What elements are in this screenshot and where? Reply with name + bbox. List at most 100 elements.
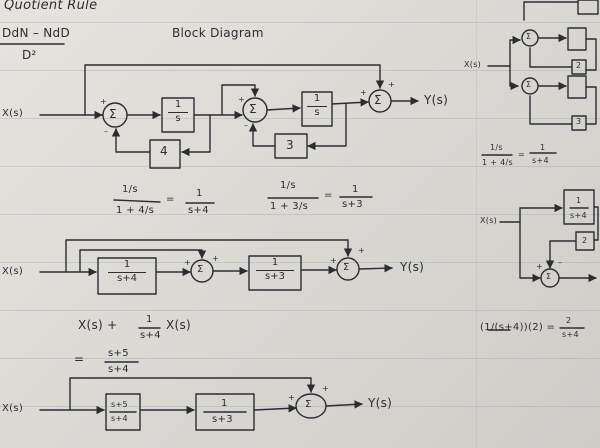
- signal-line: [545, 240, 577, 269]
- eq1-numerator: 1/s: [122, 184, 138, 195]
- feedforward-line: [79, 249, 207, 273]
- input-label: X(s): [2, 403, 24, 414]
- plus-sign: +: [360, 88, 368, 97]
- block-numerator: s+5: [111, 400, 128, 409]
- input-label: X(s): [480, 216, 498, 225]
- plus-sign: +: [212, 254, 220, 263]
- plus-sign: +: [322, 384, 330, 393]
- fraction-num: 1: [123, 259, 131, 270]
- ruled-line: [0, 406, 600, 407]
- plus-sign: +: [536, 262, 544, 271]
- equals-sign: =: [166, 194, 175, 205]
- signal-line: [325, 400, 363, 409]
- gain-2-label: 2: [576, 61, 582, 70]
- block: [571, 115, 587, 131]
- diagram-3: [39, 377, 363, 431]
- eq2-rhs-denominator: s+3: [342, 199, 363, 210]
- signal-line: [519, 221, 541, 283]
- fraction-num: 1: [313, 93, 321, 104]
- feedback-line: [181, 114, 211, 157]
- right-eq1-rhs-denominator: s+4: [532, 156, 549, 165]
- right-eq2-denominator: s+4: [562, 330, 579, 339]
- ruled-line: [0, 214, 600, 215]
- ruled-line: [0, 22, 600, 23]
- signal-line: [253, 404, 297, 413]
- plus-sign: +: [238, 95, 246, 104]
- block-denominator: s+4: [570, 211, 587, 220]
- output-label: Y(s): [368, 396, 393, 410]
- sum-symbol: Σ: [197, 264, 204, 275]
- right-eq2-numerator: 2: [566, 316, 572, 325]
- input-label: X(s): [2, 266, 24, 277]
- fraction-num: 1: [174, 99, 182, 110]
- block-1-over-s: [301, 91, 333, 127]
- input-label: X(s): [2, 108, 24, 119]
- feedback-line: [585, 38, 597, 71]
- block-denominator: s+4: [111, 414, 128, 423]
- feedback-line: [307, 103, 347, 151]
- eq2-rhs-numerator: 1: [352, 184, 359, 195]
- feedforward-line: [65, 239, 353, 273]
- block-1-over-s-plus-3: [195, 393, 255, 431]
- input-label: X(s): [464, 60, 482, 69]
- equals-sign: =: [518, 150, 526, 159]
- feedforward-line: [221, 84, 260, 116]
- plus-sign: +: [100, 97, 108, 106]
- eq3-denominator: s+4: [140, 330, 161, 341]
- eq3-suffix: X(s): [166, 318, 192, 332]
- block: [567, 75, 587, 99]
- sum-symbol: Σ: [109, 107, 117, 121]
- ruled-line: [0, 262, 600, 263]
- minus-sign: –: [244, 121, 249, 130]
- sum-symbol: Σ: [249, 102, 257, 116]
- block-gain-4: [149, 139, 181, 169]
- signal-line: [509, 65, 519, 91]
- equals-sign: =: [74, 352, 85, 366]
- signal-line: [593, 206, 599, 241]
- eq3-numerator: 1: [146, 314, 153, 325]
- fraction-den: s: [175, 112, 181, 124]
- feedback-line: [585, 86, 597, 125]
- fraction-num: 1: [271, 257, 279, 268]
- signal-line: [331, 98, 369, 107]
- page-divider: [476, 0, 477, 448]
- gain-4-label: 4: [160, 144, 168, 158]
- block-1-over-s-plus-4: [97, 257, 157, 295]
- gain-3-label: 3: [286, 138, 294, 152]
- minus-sign: –: [558, 258, 563, 267]
- block-numerator: 1: [221, 398, 228, 409]
- block-numerator: 1: [576, 196, 582, 205]
- eq4-denominator: s+4: [108, 364, 129, 375]
- eq3-prefix: X(s) +: [78, 318, 118, 332]
- block: [567, 27, 587, 51]
- fraction-den: s+3: [265, 270, 285, 282]
- right-eq1-numerator: 1/s: [490, 143, 503, 152]
- feedback-line: [248, 123, 276, 147]
- right-eq1-rhs-numerator: 1: [540, 143, 546, 152]
- sum-symbol: Σ: [374, 93, 382, 107]
- signal-line: [509, 35, 521, 67]
- formula-denominator: D²: [22, 48, 37, 62]
- equals-sign: =: [324, 190, 333, 201]
- plus-sign: +: [388, 80, 396, 89]
- sum-symbol: Σ: [546, 272, 552, 281]
- plus-sign: +: [330, 256, 338, 265]
- output-label: Y(s): [424, 93, 449, 107]
- signal-line: [519, 203, 563, 223]
- output-label: Y(s): [400, 260, 425, 274]
- eq1-rhs-numerator: 1: [196, 188, 203, 199]
- feedback-line: [529, 47, 573, 68]
- feedforward-line: [69, 377, 316, 411]
- eq2-numerator: 1/s: [280, 180, 296, 191]
- diagram-2: [39, 239, 393, 295]
- eq2-denominator: 1 + 3/s: [270, 201, 309, 212]
- sum-symbol: Σ: [343, 262, 350, 273]
- eq1-rhs-denominator: s+4: [188, 205, 209, 216]
- ruled-line: [0, 166, 600, 167]
- eq1-denominator: 1 + 4/s: [116, 205, 155, 216]
